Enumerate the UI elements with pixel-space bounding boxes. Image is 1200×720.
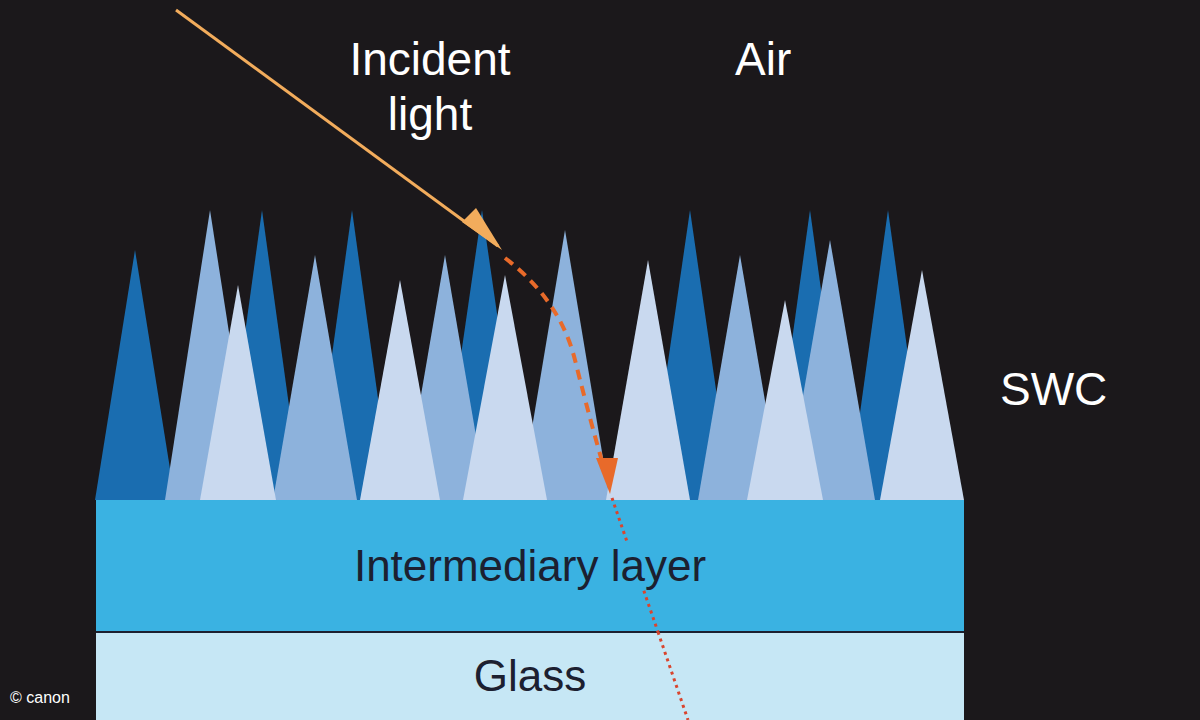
cone <box>200 285 276 500</box>
glass-band <box>96 632 964 720</box>
cone <box>463 275 547 500</box>
cone <box>747 300 823 500</box>
ray-arrowhead <box>462 208 502 250</box>
cone <box>360 280 440 500</box>
cone <box>880 270 964 500</box>
glass-layer: Glass <box>96 633 964 720</box>
cone <box>95 250 175 500</box>
layer-name: Glass <box>470 652 590 700</box>
structure-label: SWC <box>1000 362 1140 417</box>
layer-border <box>96 631 964 633</box>
layer-name: Intermediary layer <box>350 542 710 590</box>
refracted-ray <box>505 258 604 468</box>
medium-label: Air <box>735 32 835 87</box>
subwavelength-cones <box>95 210 964 500</box>
refracted-arrowhead <box>596 458 618 494</box>
incident-light-label: Incident light <box>310 32 550 142</box>
watermark: © canon <box>10 688 130 707</box>
cone <box>606 260 690 500</box>
transmitted-ray <box>658 632 688 720</box>
intermediary-band <box>96 500 964 632</box>
intermediary-layer: Intermediary layer <box>96 500 964 632</box>
cone <box>273 255 357 500</box>
